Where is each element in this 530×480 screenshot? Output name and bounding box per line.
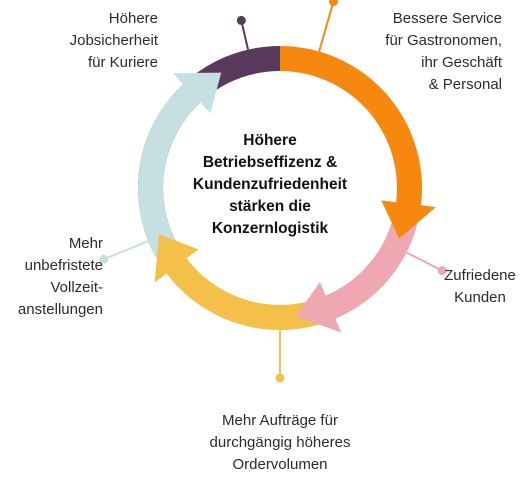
connector-line-courier [240,20,250,50]
arrow-head [172,72,222,114]
connector-dot-service [328,0,338,7]
stage-label-line: Mehr Aufträge für [222,412,338,429]
connector-dot-employment [99,254,109,264]
center-line: Höhere [243,132,297,149]
stage-label-line: Bessere Service [392,10,502,27]
stage-label-line: für Gastronomen, [385,32,502,49]
connector-line-customers [406,251,443,272]
segment-arc [162,253,329,330]
stage-label-line: unbefristete [24,257,103,274]
stage-label-line: Vollzeit- [50,279,103,296]
stage-label-line: Kunden [454,289,506,306]
connector-dot-orders [275,373,285,383]
center-line: stärken die [229,198,311,215]
stage-label-courier: Höhere Jobsicherheit für Kuriere [70,8,158,74]
stage-label-customers: Zufriedene Kunden [430,265,530,309]
arrow-head [381,200,436,239]
segment-arc [320,208,420,322]
center-line: Konzernlogistik [211,220,329,237]
arrow-head [154,234,199,283]
stage-label-line: anstellungen [17,301,103,318]
stage-label-orders: Mehr Aufträge für durchgängig höheres Or… [175,410,385,476]
stage-label-line: & Personal [428,76,502,93]
center-line: Kundenzufriedenheit [192,176,348,193]
connector-line-service [318,1,335,52]
cycle-segment-orders [154,234,329,330]
inner-circle [163,71,397,305]
segment-arc [280,46,422,213]
connector-line-employment [103,240,149,261]
connector-dot-customers [437,266,447,276]
stage-label-line: Mehr [68,235,103,252]
stage-label-employment: Mehr unbefristete Vollzeit- anstellungen [18,233,103,321]
stage-label-line: für Kuriere [87,54,158,71]
connector-dot-courier [236,15,246,25]
stage-label-line: Höhere [108,10,158,27]
cycle-segment-service [280,46,436,239]
cycle-segment-customers [295,208,420,333]
stage-label-service: Bessere Service für Gastronomen, ihr Ges… [385,8,502,96]
cycle-segment-employment [137,72,222,268]
stage-label-line: Ordervolumen [232,456,328,473]
stage-label-line: Jobsicherheit [69,32,158,49]
segment-arc [137,79,205,268]
arrow-head [295,281,342,333]
center-line: Betriebseffizenz & [202,154,338,171]
center-statement: Höhere Betriebseffizenz & Kundenzufriede… [170,130,370,240]
stage-label-line: ihr Geschäft [421,54,502,71]
stage-label-line: durchgängig höheres [209,434,351,451]
stage-label-line: Zufriedene [444,267,516,284]
